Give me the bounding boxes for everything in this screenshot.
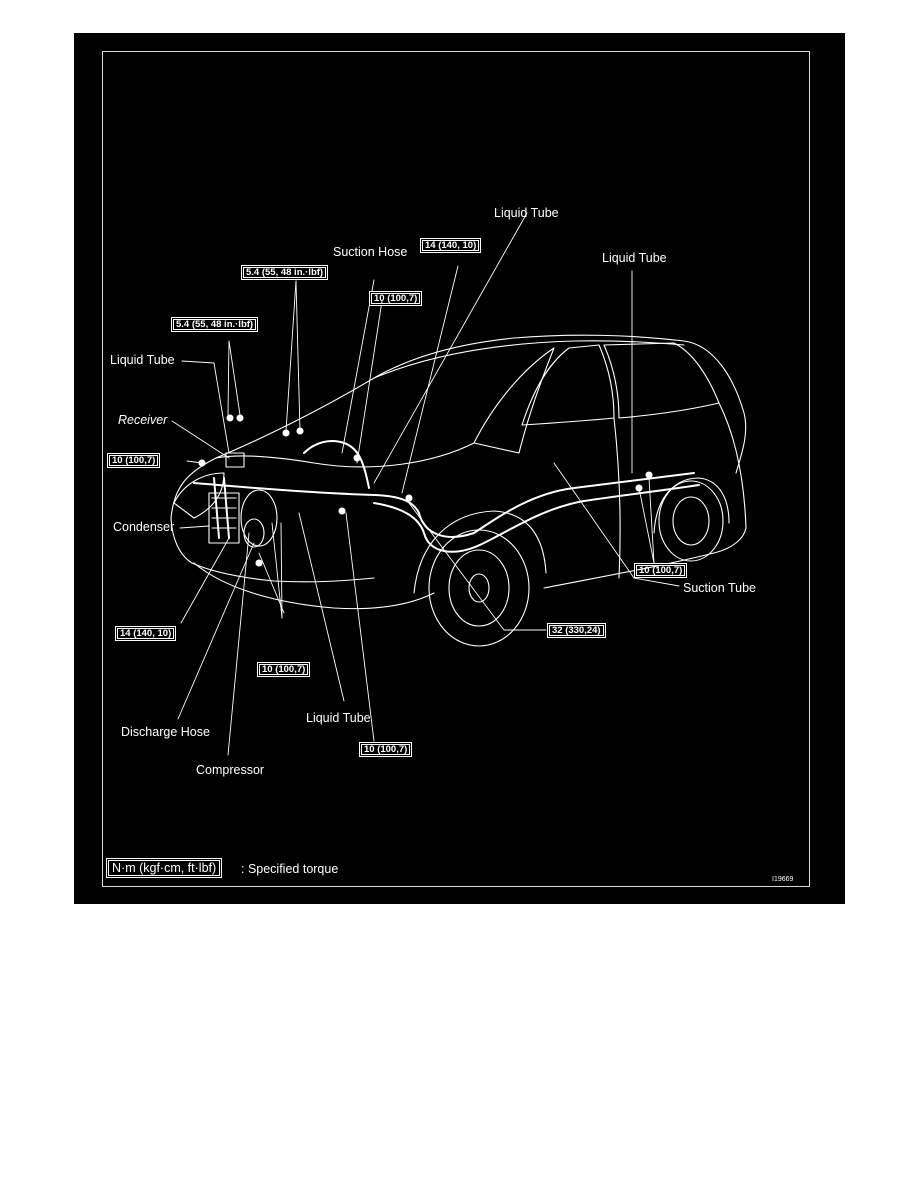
- van-roof-line: [373, 340, 685, 379]
- condenser-shape: [208, 492, 240, 544]
- torque-box: 10 (100,7): [359, 742, 413, 757]
- liquid-tube-line: [193, 472, 695, 538]
- torque-box: 5.4 (55, 48 in.·lbf): [171, 317, 259, 332]
- torque-box: 14 (140, 10): [115, 626, 177, 641]
- windshield: [473, 347, 555, 454]
- legend-text: : Specified torque: [241, 862, 339, 876]
- suction-tube-line: [373, 484, 700, 553]
- torque-box: 32 (330,24): [547, 623, 606, 638]
- label-condenser: Condenser: [113, 520, 175, 534]
- label-suction-tube: Suction Tube: [683, 581, 756, 595]
- torque-box: 10 (100,7): [369, 291, 423, 306]
- headlight: [173, 472, 225, 519]
- label-receiver: Receiver: [118, 413, 168, 427]
- label-compressor: Compressor: [196, 763, 265, 777]
- label-liquid-tube-top: Liquid Tube: [494, 206, 559, 220]
- figure-id: I19669: [772, 876, 794, 883]
- compressor-shape: [240, 489, 278, 547]
- torque-box: 10 (100,7): [107, 453, 161, 468]
- van-hood-line: [215, 442, 475, 468]
- diagram-figure: Liquid Tube Liquid Tube Suction Hose Liq…: [74, 33, 845, 904]
- front-wheel: [428, 529, 530, 647]
- front-bumper: [170, 517, 375, 583]
- receiver-shape: [225, 452, 245, 468]
- label-suction-hose: Suction Hose: [333, 245, 408, 259]
- vehicle-illustration: [170, 212, 747, 756]
- label-liquid-tube-right: Liquid Tube: [602, 251, 667, 265]
- diagram-frame: [102, 51, 810, 887]
- label-liquid-tube-left: Liquid Tube: [110, 353, 175, 367]
- label-liquid-tube-bottom: Liquid Tube: [306, 711, 371, 725]
- side-window-front: [521, 344, 615, 426]
- door-line: [613, 417, 621, 579]
- rear-wheel: [658, 480, 724, 562]
- torque-box: 5.4 (55, 48 in.·lbf): [241, 265, 329, 280]
- torque-box: 10 (100,7): [257, 662, 311, 677]
- legend-unit-box: N·m (kgf·cm, ft·lbf): [106, 858, 223, 878]
- side-window-rear: [603, 342, 720, 419]
- rocker-line: [543, 527, 747, 589]
- torque-box: 10 (100,7): [634, 563, 688, 578]
- label-discharge-hose: Discharge Hose: [121, 725, 210, 739]
- front-lower: [193, 562, 435, 610]
- van-body-outline: [170, 334, 747, 519]
- torque-box: 14 (140, 10): [420, 238, 482, 253]
- rear-line: [718, 402, 747, 529]
